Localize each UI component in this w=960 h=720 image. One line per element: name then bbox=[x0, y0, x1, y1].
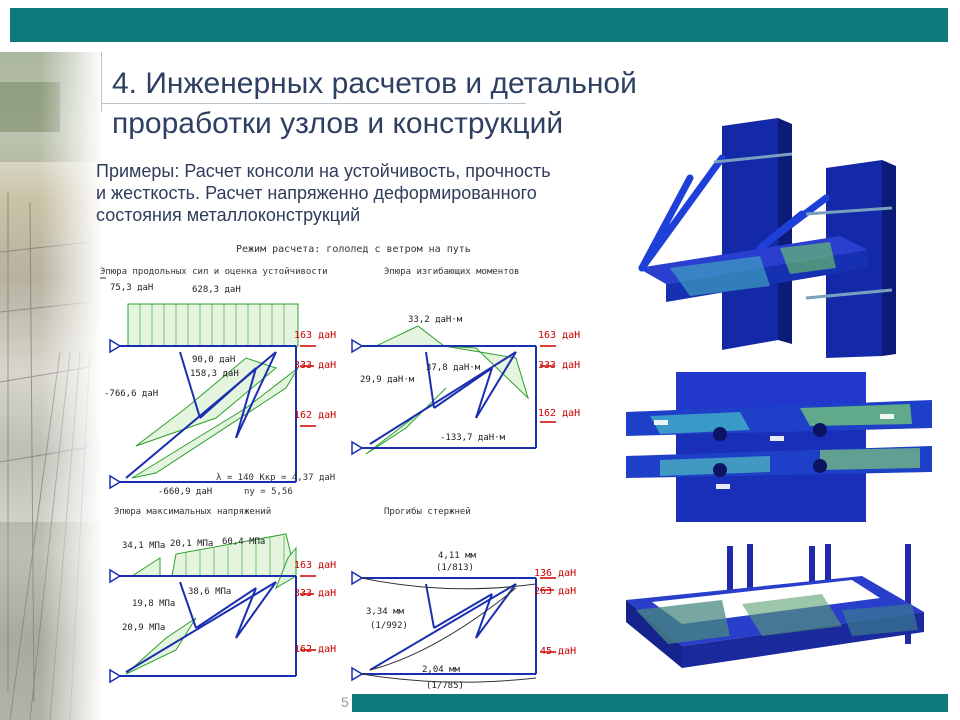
axial-load-3: 162 даН bbox=[294, 410, 336, 421]
fea-render-frame bbox=[626, 544, 924, 668]
slide-subtitle: Примеры: Расчет консоли на устойчивость,… bbox=[96, 160, 656, 226]
axial-load-1: 163 даН bbox=[294, 330, 336, 341]
panel-max-stresses: Эпюра максимальных напряжений 34,1 МПа 2… bbox=[109, 507, 336, 684]
panel-deflections: Прогибы стержней 4,11 мм (1/813) 3,34 мм… bbox=[351, 506, 576, 691]
axial-label-3: 90,0 даН bbox=[192, 355, 235, 365]
page-number: 5 bbox=[341, 694, 349, 710]
axial-label-4: 158,3 даН bbox=[190, 369, 239, 379]
deflection-label-6: (1/785) bbox=[426, 681, 464, 691]
deflection-load-3: 45 даН bbox=[540, 646, 576, 657]
footer-bar bbox=[352, 694, 948, 712]
fea-render-console bbox=[638, 118, 896, 358]
slide-title: 4. Инженерных расчетов и детальной прора… bbox=[112, 64, 752, 144]
stress-label-3: 60,4 МПа bbox=[222, 537, 265, 547]
moments-panel-title: Эпюра изгибающих моментов bbox=[384, 266, 519, 277]
deflection-label-5: 2,04 мм bbox=[422, 665, 461, 675]
axial-stability: λ = 140 Ккр = 4,37 даН bbox=[216, 473, 335, 483]
deflection-label-4: (1/992) bbox=[370, 621, 408, 631]
axial-load-2: 333 даН bbox=[294, 360, 336, 371]
subtitle-line-1: Примеры: Расчет консоли на устойчивость,… bbox=[96, 161, 551, 181]
axial-label-2: 628,3 даН bbox=[192, 285, 241, 295]
deflection-panel-title: Прогибы стержней bbox=[384, 506, 471, 517]
deflection-label-2: (1/813) bbox=[436, 563, 474, 573]
calculation-diagrams: Эпюра продольных сил и оценка устойчивос… bbox=[100, 266, 580, 691]
axial-ny: nу = 5,56 bbox=[244, 487, 293, 497]
title-line-1: 4. Инженерных расчетов и детальной bbox=[112, 67, 637, 100]
panel-bending-moments: Эпюра изгибающих моментов 33,2 даН·м 37,… bbox=[351, 266, 580, 456]
side-railway-photo bbox=[0, 52, 100, 720]
axial-label-1: 75,3 даН bbox=[110, 283, 153, 293]
stress-label-6: 20,9 МПа bbox=[122, 623, 165, 633]
diagram-title: Режим расчета: гололед с ветром на путь bbox=[236, 244, 471, 255]
panel-axial-forces: Эпюра продольных сил и оценка устойчивос… bbox=[100, 267, 336, 497]
axial-label-5: -766,6 даН bbox=[104, 389, 158, 399]
title-divider-horizontal bbox=[101, 103, 526, 104]
stress-label-1: 34,1 МПа bbox=[122, 541, 165, 551]
moment-label-2: 37,8 даН·м bbox=[426, 363, 481, 373]
deflection-label-1: 4,11 мм bbox=[438, 551, 477, 561]
stress-label-5: 19,8 МПа bbox=[132, 599, 175, 609]
moment-label-1: 33,2 даН·м bbox=[408, 315, 463, 325]
title-divider-vertical bbox=[101, 52, 102, 112]
deflection-label-3: 3,34 мм bbox=[366, 607, 405, 617]
photo-fade bbox=[40, 52, 100, 720]
stress-panel-title: Эпюра максимальных напряжений bbox=[114, 507, 271, 517]
moment-label-4: -133,7 даН·м bbox=[440, 433, 506, 443]
subtitle-line-3: состояния металлоконструкций bbox=[96, 205, 361, 225]
deflection-load-1: 136 даН bbox=[534, 568, 576, 579]
subtitle-line-2: и жесткость. Расчет напряженно деформиро… bbox=[96, 183, 537, 203]
stress-label-4: 38,6 МПа bbox=[188, 587, 231, 597]
axial-label-6: -660,9 даН bbox=[158, 487, 212, 497]
fea-render-node bbox=[626, 372, 932, 522]
title-line-2: проработки узлов и конструкций bbox=[112, 107, 564, 140]
axial-panel-title: Эпюра продольных сил и оценка устойчивос… bbox=[100, 267, 328, 277]
stress-load-3: 162 даН bbox=[294, 644, 336, 655]
moment-label-3: 29,9 даН·м bbox=[360, 375, 415, 385]
header-bar bbox=[10, 8, 948, 42]
deflection-load-2: 263 даН bbox=[534, 586, 576, 597]
moment-load-2: 333 даН bbox=[538, 360, 580, 371]
moment-load-1: 163 даН bbox=[538, 330, 580, 341]
stress-load-2: 333 даН bbox=[294, 588, 336, 599]
stress-label-2: 20,1 МПа bbox=[170, 539, 213, 549]
stress-load-1: 163 даН bbox=[294, 560, 336, 571]
moment-load-3: 162 даН bbox=[538, 408, 580, 419]
